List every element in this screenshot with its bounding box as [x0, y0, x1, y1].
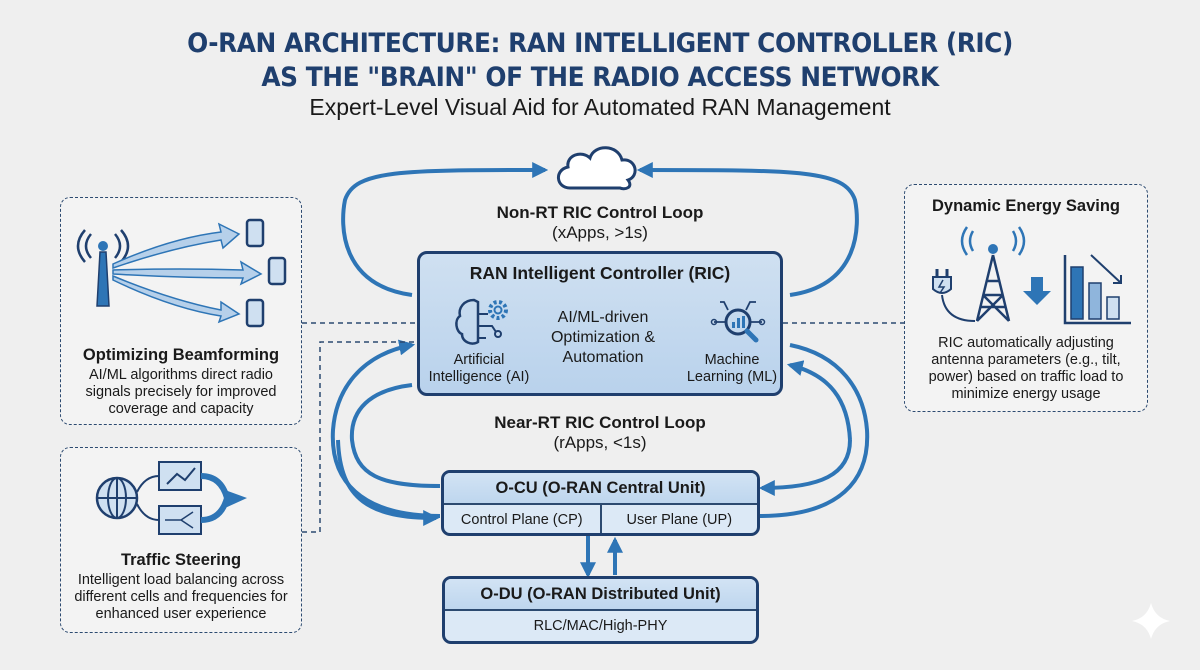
traffic-steering-description: Intelligent load balancing across differ…: [74, 572, 288, 622]
non-rt-loop-right: [636, 162, 859, 297]
non-rt-loop-left: [341, 162, 549, 297]
near-rt-loop-title: Near-RT RIC Control Loop: [494, 413, 706, 432]
traffic-steering-panel[interactable]: Traffic Steering Intelligent load balanc…: [60, 447, 302, 633]
energy-saving-panel[interactable]: Dynamic Energy Saving RIC automatically …: [904, 184, 1148, 412]
traffic-steering-title: Traffic Steering: [120, 551, 242, 569]
beamforming-icon: [76, 218, 287, 328]
ml-analytics-icon: [710, 301, 766, 343]
control-plane-cell: Control Plane (CP): [460, 512, 583, 528]
near-rt-loop-left-arrow: [336, 439, 440, 526]
traffic-steering-connector: [302, 341, 417, 533]
energy-saving-description: RIC automatically adjusting antenna para…: [928, 335, 1124, 402]
cloud-icon: [557, 146, 637, 191]
odu-title: O-DU (O-RAN Distributed Unit): [445, 579, 756, 611]
near-rt-loop-right-inner: [758, 439, 852, 496]
non-rt-loop-label: Non-RT RIC Control Loop (xApps, >1s): [450, 203, 750, 243]
near-rt-loop-right-top: [786, 360, 852, 441]
non-rt-loop-title: Non-RT RIC Control Loop: [496, 203, 704, 222]
odu-layers: RLC/MAC/High-PHY: [533, 618, 668, 634]
odu-box[interactable]: O-DU (O-RAN Distributed Unit) RLC/MAC/Hi…: [442, 576, 759, 644]
traffic-steering-icon: [95, 461, 247, 535]
sparkle-icon: [1132, 603, 1170, 639]
beamforming-title: Optimizing Beamforming: [82, 346, 280, 364]
near-rt-loop-left-inner: [349, 383, 441, 488]
user-plane-cell: User Plane (UP): [599, 505, 758, 533]
title-line-2: AS THE "BRAIN" OF THE RADIO ACCESS NETWO…: [261, 62, 939, 93]
ric-box[interactable]: RAN Intelligent Controller (RIC) AI/ML-d…: [417, 251, 783, 396]
near-rt-loop-left-outer: [330, 339, 441, 518]
ai-label: Artificial Intelligence (AI): [428, 352, 530, 385]
beamforming-panel[interactable]: Optimizing Beamforming AI/ML algorithms …: [60, 197, 302, 425]
ric-title: RAN Intelligent Controller (RIC): [469, 263, 731, 283]
ocu-box[interactable]: O-CU (O-RAN Central Unit) Control Plane …: [441, 470, 760, 536]
beamforming-description: AI/ML algorithms direct radio signals pr…: [85, 367, 277, 417]
energy-saving-icon: [932, 226, 1131, 325]
subtitle: Expert-Level Visual Aid for Automated RA…: [309, 94, 891, 120]
energy-saving-title: Dynamic Energy Saving: [932, 197, 1120, 215]
brain-gear-icon: [455, 298, 508, 345]
near-rt-loop-right-outer: [759, 343, 870, 518]
ocu-title: O-CU (O-RAN Central Unit): [444, 473, 757, 505]
near-rt-loop-detail: (rApps, <1s): [553, 433, 647, 452]
non-rt-loop-detail: (xApps, >1s): [552, 223, 648, 242]
ric-center-text: AI/ML-driven Optimization & Automation: [550, 309, 656, 366]
ml-label: Machine Learning (ML): [686, 352, 778, 385]
title-line-1: O-RAN ARCHITECTURE: RAN INTELLIGENT CONT…: [187, 28, 1013, 59]
near-rt-loop-label: Near-RT RIC Control Loop (rApps, <1s): [450, 413, 750, 453]
